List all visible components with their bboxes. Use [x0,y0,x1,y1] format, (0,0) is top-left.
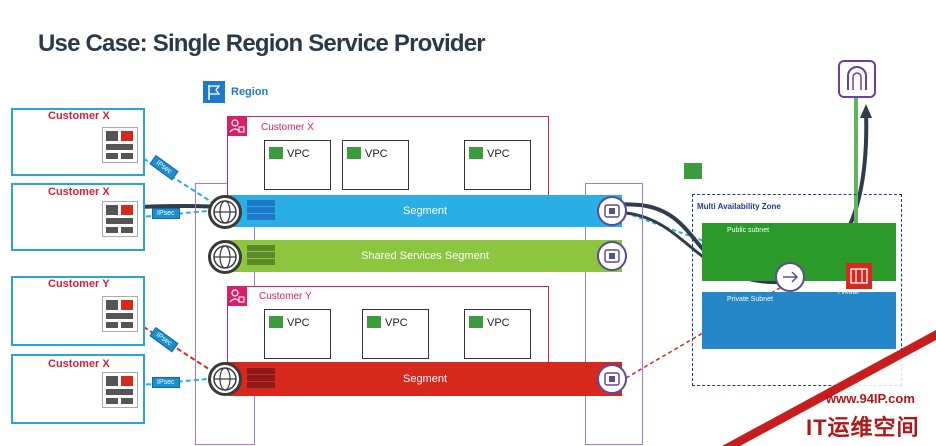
customer-label-4: Customer X [48,358,110,370]
vpc-cloud-icon [469,316,483,328]
segment-bar-red: Segment [228,362,622,396]
page-title: Use Case: Single Region Service Provider [38,30,486,57]
vpc-box-y-2: VPC [362,309,429,359]
vpc-cloud-icon [469,147,483,159]
customer-gateway-icon-3 [102,296,138,332]
route-table-icon-red [247,368,275,389]
vpc-label: VPC [385,317,408,329]
vpc-label: VPC [287,317,310,329]
red-dashed-line [625,281,791,379]
core-network-edge-icon-2 [208,240,242,274]
segment-bar-blue: Segment [228,195,622,227]
vpc-box-x-1: VPC [264,140,331,190]
customer-gateway-icon-1 [102,127,138,163]
vpc-label: VPC [365,148,388,160]
core-network-edge-icon-1 [208,195,242,229]
segment-bar-green: Shared Services Segment [228,240,622,272]
vpc-box-y-3: VPC [464,309,531,359]
customer-label-3: Customer Y [48,278,110,290]
private-subnet-label: Private Subnet [727,296,773,303]
vpc-box-x-2: VPC [342,140,409,190]
internet-gateway-icon [838,60,876,98]
customer-label-1: Customer X [48,110,110,122]
vpc-cloud-icon [269,316,283,328]
region-flag-icon [203,81,225,103]
traffic-path-2 [625,211,791,285]
watermark-url: www.94IP.com [826,391,915,406]
public-subnet-label: Public subnet [727,227,770,234]
customer-gateway-icon-2 [102,201,138,237]
account-label-customer-x: Customer X [261,122,314,133]
attachment-icon-green [597,241,627,271]
vpc-box-y-1: VPC [264,309,331,359]
attachment-frame-right [585,183,643,445]
private-subnet-box [702,292,896,349]
vpc-cloud-icon [347,147,361,159]
vpc-label: VPC [287,148,310,160]
customer-label-2: Customer X [48,186,110,198]
account-label-customer-y: Customer Y [259,291,312,302]
account-icon-1 [227,116,247,136]
multi-az-label: Multi Availability Zone [697,202,781,211]
account-icon-2 [227,286,247,306]
firewall-endpoint-icon [775,262,805,292]
route-table-icon-blue [247,200,275,221]
ipsec-tag-2: IPsec [152,208,180,219]
vpc-label: VPC [487,317,510,329]
vpc-box-x-3: VPC [464,140,531,190]
segment-label-red: Segment [402,373,448,385]
region-label: Region [231,86,269,98]
traffic-arrowhead [860,104,872,118]
firewall-icon [846,263,872,289]
segment-label-green: Shared Services Segment [361,250,489,262]
attachment-icon-blue [597,196,627,226]
attachment-icon-red [597,364,627,394]
watermark-text: IT运维空间 [806,415,920,440]
firewall-label: Firewall [838,290,859,296]
inspection-vpc-icon [684,163,702,179]
multi-az-frame [692,194,902,386]
segment-label-blue: Segment [402,205,448,217]
customer-box-4 [11,354,145,424]
customer-gateway-icon-4 [102,372,138,408]
core-network-edge-icon-3 [208,362,242,396]
ipsec-tag-4: IPsec [152,377,180,388]
watermark-ribbon [722,330,936,446]
route-table-icon-green [247,245,275,266]
vpc-cloud-icon [269,147,283,159]
vpc-label: VPC [487,148,510,160]
vpc-cloud-icon [367,316,381,328]
